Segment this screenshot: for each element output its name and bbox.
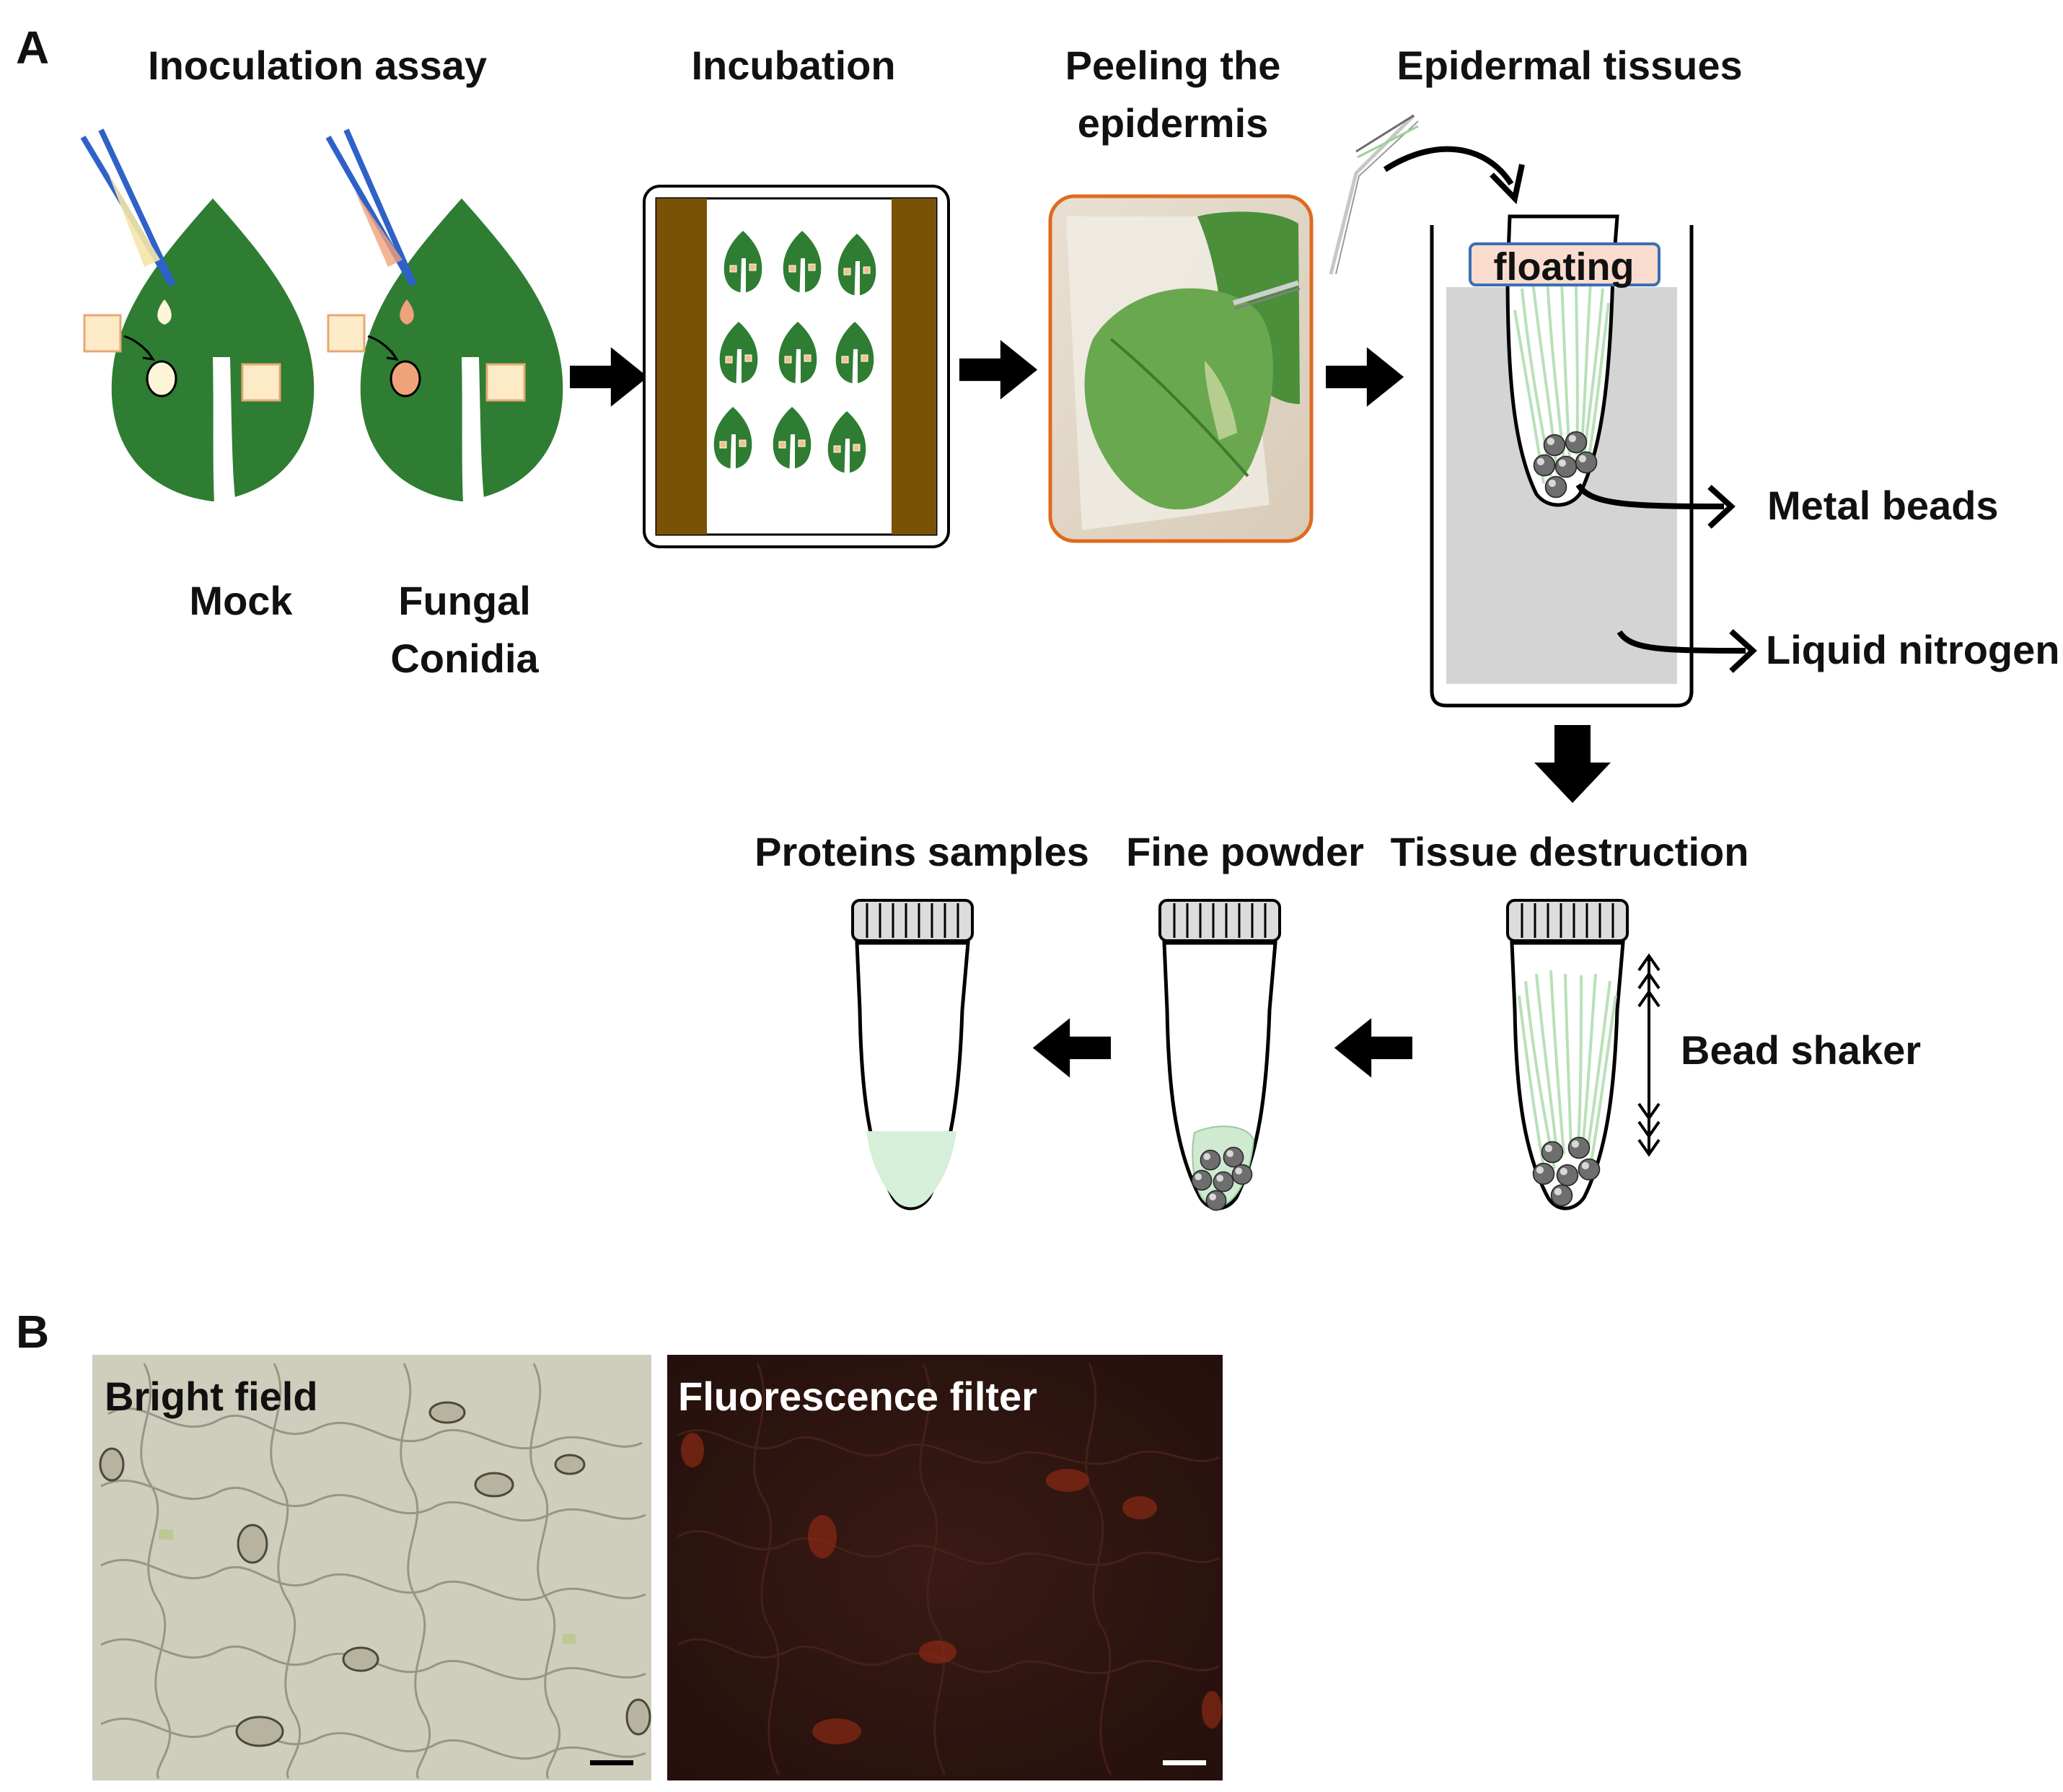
title-peeling-line1: Peeling the: [1065, 43, 1281, 88]
title-incubation: Incubation: [691, 43, 895, 88]
title-proteins: Proteins samples: [755, 829, 1089, 874]
bright-field-image: [92, 1355, 651, 1780]
bead-icon: [1543, 434, 1566, 457]
label-mock: Mock: [189, 578, 293, 623]
incubation-box: [643, 185, 950, 548]
title-peeling-line2: epidermis: [1078, 100, 1269, 146]
forceps-icon: [1329, 114, 1419, 275]
tube-fine-powder: [1160, 900, 1280, 1211]
curved-arrow-icon: [1383, 146, 1514, 186]
scale-bar: [590, 1760, 633, 1765]
label-liquid-nitrogen: Liquid nitrogen: [1766, 627, 2059, 672]
title-fine-powder: Fine powder: [1126, 829, 1364, 874]
arrow-right-icon: [959, 340, 1038, 400]
label-bright-field: Bright field: [105, 1374, 318, 1419]
stomata-icon: [428, 1401, 466, 1424]
metal-beads-pointer: [1575, 483, 1725, 509]
label-bead-shaker: Bead shaker: [1681, 1027, 1921, 1073]
label-metal-beads: Metal beads: [1767, 483, 1999, 528]
title-epidermal: Epidermal tissues: [1396, 43, 1742, 88]
panel-b-label: B: [16, 1306, 49, 1358]
shaker-arrow-icon: [1637, 953, 1660, 1157]
label-floating: floating: [1494, 245, 1635, 289]
fluorescence-image: [667, 1355, 1223, 1780]
fluorescent-spot-icon: [1046, 1469, 1089, 1492]
label-fluorescence: Fluorescence filter: [678, 1374, 1037, 1419]
brown-strip-left: [656, 198, 707, 535]
label-fungal-line1: Fungal: [398, 578, 531, 623]
conidia-droplet-icon: [390, 360, 421, 398]
panel-a-label: A: [16, 22, 49, 74]
mock-square-icon: [83, 314, 122, 353]
scale-bar: [1163, 1760, 1206, 1765]
peeling-photo: [1048, 194, 1314, 543]
label-fungal-line2: Conidia: [390, 636, 539, 681]
liquid-nitrogen-pointer: [1616, 630, 1746, 654]
brown-strip-right: [892, 198, 936, 535]
floating-badge: [1469, 242, 1660, 286]
mock-leaf-group: [80, 128, 314, 555]
tube-cap-icon: [1508, 900, 1627, 941]
title-tissue-destruction: Tissue destruction: [1391, 829, 1749, 874]
arrow-down-icon: [1534, 725, 1611, 803]
mock-droplet-icon: [146, 360, 177, 398]
fungal-pipette-icon: [325, 136, 415, 286]
arrow-right-icon: [570, 347, 648, 407]
arrow-right-icon: [1326, 347, 1404, 407]
tube-proteins: [853, 900, 972, 1211]
title-inoculation: Inoculation assay: [148, 43, 487, 88]
nitrogen-container: [1430, 214, 1694, 708]
fungal-leaf-group: [325, 128, 563, 555]
arrow-left-icon: [1334, 1018, 1412, 1078]
arrow-left-icon: [1032, 1018, 1111, 1078]
tube-tissue-destruction: [1508, 900, 1627, 1211]
